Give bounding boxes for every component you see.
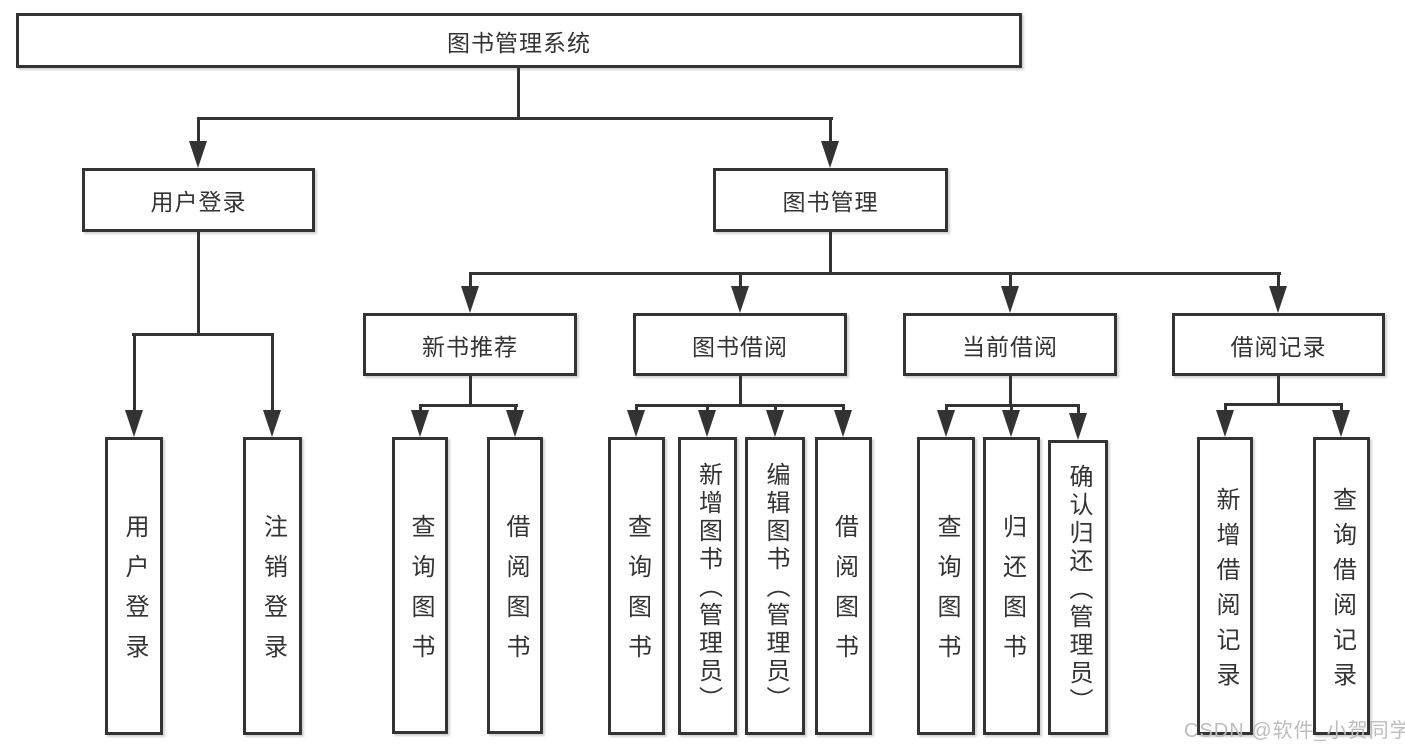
leaf-current-query-books: 查询图书 [917,437,975,735]
leaf-current-confirm-return-admin: 确认归还（管理员） [1048,440,1108,735]
connector-line [739,272,742,289]
connector-line [1340,403,1343,414]
connector-line [635,404,845,407]
leaf-borrow-add-books-admin: 新增图书（管理员） [678,437,737,735]
arrowhead-down-icon [1269,286,1287,313]
arrowhead-down-icon [1001,286,1019,313]
leaf-label: 新增图书（管理员） [694,462,722,714]
connector-line [197,232,200,336]
node-book-management-system: 图书管理系统 [16,13,1022,68]
connector-line [829,232,832,275]
node-label: 新书推荐 [422,333,518,360]
arrowhead-down-icon [189,141,207,168]
node-label: 图书管理 [782,189,879,215]
connector-line [271,333,274,413]
node-book-management: 图书管理 [713,168,948,232]
leaf-label: 查询图书 [407,513,434,674]
leaf-label: 编辑图书（管理员） [762,462,789,714]
arrowhead-down-icon [627,410,645,437]
connector-line [1009,376,1012,407]
leaf-borrow-borrow-books: 借阅图书 [815,437,872,735]
arrowhead-down-icon [937,410,955,437]
leaf-newbook-query-books: 查询图书 [392,437,448,734]
arrowhead-down-icon [506,410,524,437]
arrowhead-down-icon [263,410,281,437]
leaf-label: 查询借阅记录 [1328,486,1356,697]
leaf-label: 查询图书 [933,514,960,674]
connector-line [197,117,200,144]
node-user-login: 用户登录 [82,168,315,232]
connector-line [133,333,136,413]
node-label: 用户登录 [150,189,247,215]
leaf-records-query-record: 查询借阅记录 [1313,437,1370,735]
connector-line [1077,404,1080,414]
leaf-label: 用户登录 [121,514,148,674]
arrowhead-down-icon [1332,410,1350,437]
leaf-newbook-borrow-books: 借阅图书 [487,437,543,734]
connector-line [774,404,777,414]
connector-line [1224,403,1227,414]
node-borrow-records: 借阅记录 [1172,313,1385,376]
node-new-book-recommend: 新书推荐 [363,313,577,376]
node-book-borrow: 图书借阅 [633,313,847,376]
arrowhead-down-icon [1002,410,1020,437]
connector-line [469,272,1281,275]
leaf-borrow-edit-books-admin: 编辑图书（管理员） [745,437,805,735]
node-label: 图书借阅 [692,333,788,360]
node-label: 借阅记录 [1230,333,1327,360]
connector-line [469,376,472,407]
connector-line [635,404,638,414]
leaf-borrow-query-books: 查询图书 [608,437,665,735]
connector-line [469,272,472,289]
arrowhead-down-icon [411,410,429,437]
arrowhead-down-icon [461,286,479,313]
connector-line [739,376,742,407]
csdn-watermark: CSDN @软件_小贺同学 [1184,720,1405,742]
leaf-current-return-books: 归还图书 [983,437,1040,735]
connector-line [945,404,948,414]
arrowhead-down-icon [698,410,716,437]
leaf-logout-login: 注销登录 [243,437,302,735]
arrowhead-down-icon [125,410,143,437]
connector-line [517,68,520,120]
connector-line [842,404,845,414]
leaf-label: 注销登录 [259,514,287,674]
arrowhead-down-icon [1216,410,1234,437]
leaf-records-add-record: 新增借阅记录 [1197,437,1253,735]
node-current-borrow: 当前借阅 [903,313,1117,376]
node-label: 图书管理系统 [447,29,591,56]
leaf-label: 借阅图书 [830,514,858,674]
arrowhead-down-icon [834,410,852,437]
connector-line [706,404,709,414]
connector-line [197,117,833,120]
node-label: 当前借阅 [962,333,1058,360]
leaf-label: 确认归还（管理员） [1065,463,1092,716]
connector-line [132,333,274,336]
arrowhead-down-icon [731,286,749,313]
connector-line [829,117,832,144]
connector-line [1010,404,1013,414]
leaf-label: 新增借阅记录 [1212,486,1239,697]
connector-line [419,404,518,407]
leaf-label: 查询图书 [623,514,651,674]
leaf-label: 借阅图书 [502,513,529,674]
connector-line [1224,403,1343,406]
connector-line [1009,272,1012,289]
connector-line [1277,376,1280,406]
arrowhead-down-icon [766,410,784,437]
leaf-user-login: 用户登录 [105,437,163,735]
arrowhead-down-icon [1069,413,1087,440]
connector-line [1277,272,1280,289]
leaf-label: 归还图书 [998,514,1026,674]
connector-line [514,404,517,414]
arrowhead-down-icon [821,141,839,168]
connector-line [419,404,422,414]
